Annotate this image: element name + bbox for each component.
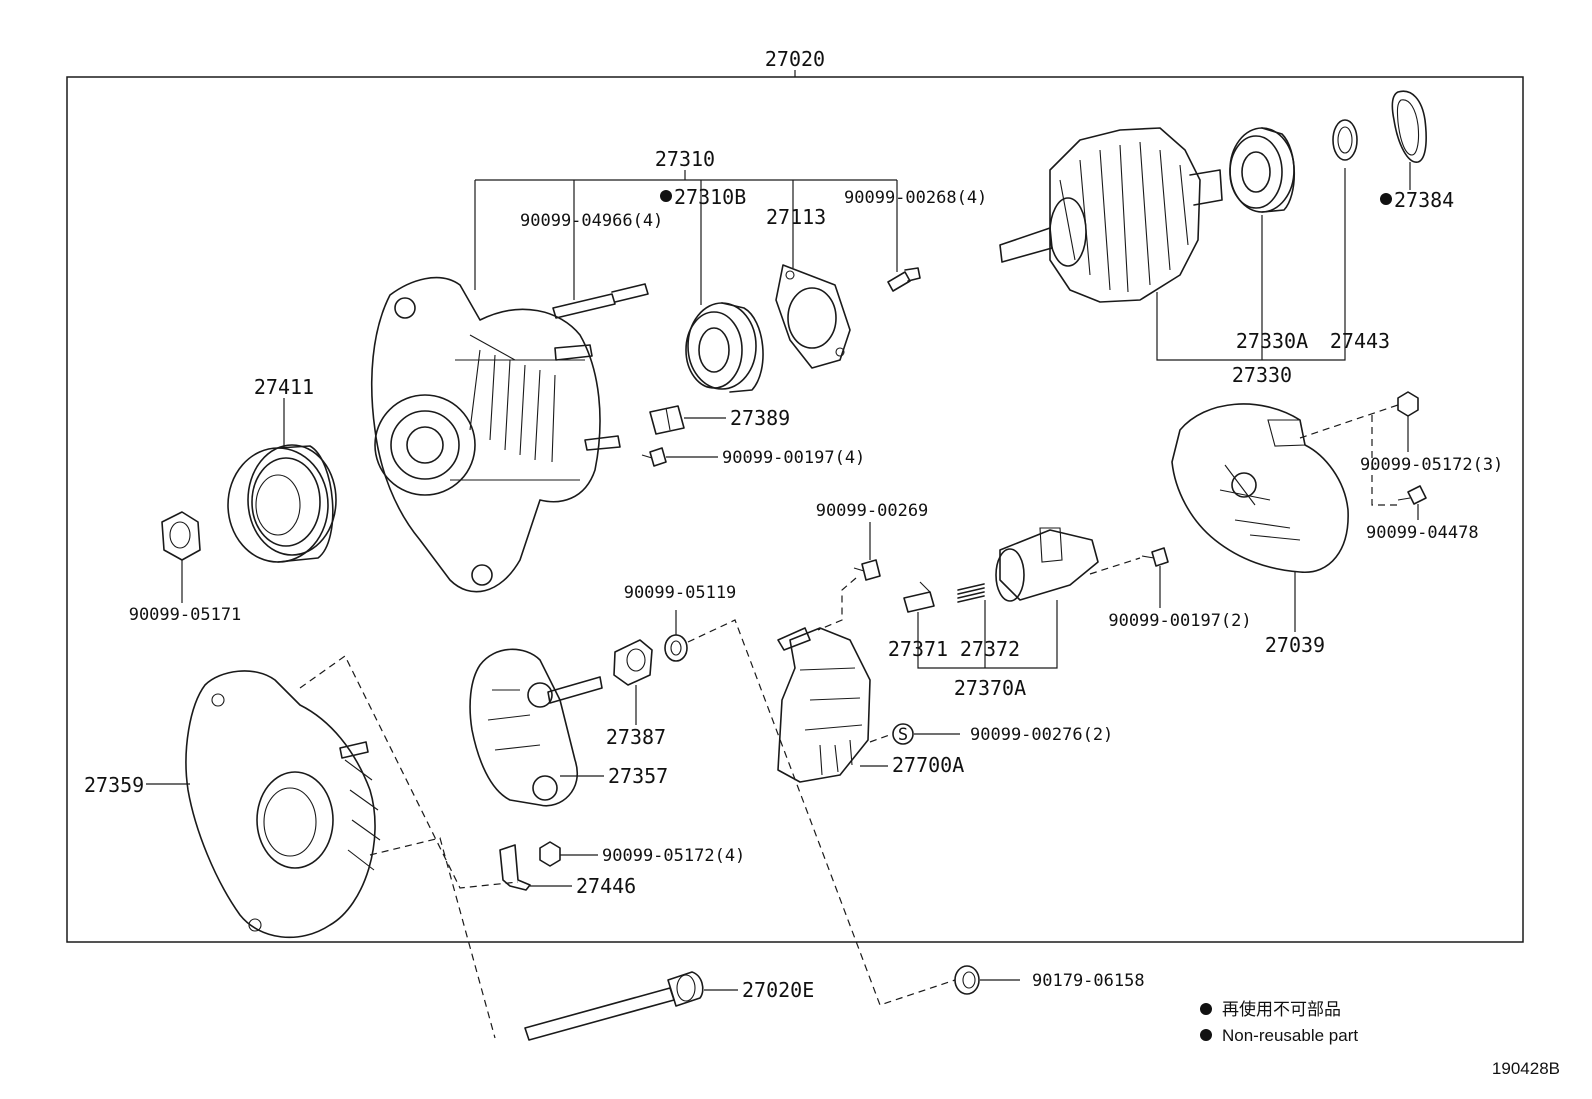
rear-end-cover [1171, 403, 1349, 573]
legend-dot-jp [1200, 1003, 1212, 1015]
terminal-insulator [649, 405, 685, 435]
label-27330: 27330 [1232, 363, 1292, 387]
non-reusable-dot [660, 190, 672, 202]
label-27387: 27387 [606, 725, 666, 749]
label-27359: 27359 [84, 773, 144, 797]
non-reusable-dot [1380, 193, 1392, 205]
label-90099-04478: 90099-04478 [1366, 523, 1479, 543]
label-90099-05171: 90099-05171 [129, 605, 242, 625]
bracket-27310 [474, 170, 898, 290]
label-27384: 27384 [1394, 188, 1454, 212]
label-27372: 27372 [960, 637, 1020, 661]
rectifier-holder [469, 648, 603, 807]
rotor [999, 127, 1223, 303]
label-90099-00276: 90099-00276(2) [970, 725, 1113, 745]
legend-en: Non-reusable part [1222, 1026, 1358, 1045]
label-27310B: 27310B [674, 185, 746, 209]
rectifier-end-frame [185, 670, 381, 939]
label-90179-06158: 90179-06158 [1032, 971, 1145, 991]
terminal-nut [539, 841, 561, 867]
brush-holder [995, 527, 1099, 602]
label-27370A: 27370A [954, 676, 1026, 700]
terminal-washer [954, 965, 980, 995]
terminal-insulator-bushing [613, 639, 653, 686]
label-90099-00269: 90099-00269 [816, 501, 929, 521]
label-90099-05172-4: 90099-05172(4) [602, 846, 745, 866]
front-bearing [685, 302, 764, 393]
pulley [227, 444, 337, 563]
label-27411: 27411 [254, 375, 314, 399]
label-27113: 27113 [766, 205, 826, 229]
legend-dot-en [1200, 1029, 1212, 1041]
voltage-regulator [777, 627, 871, 783]
insulator-washer [664, 634, 688, 662]
regulator-screw: S [892, 723, 914, 745]
label-27443: 27443 [1330, 329, 1390, 353]
rear-bearing [1229, 127, 1296, 213]
terminal-screw [641, 447, 667, 467]
cover-bolt [1397, 485, 1427, 505]
label-27330A: 27330A [1236, 329, 1308, 353]
rubber-gasket [1391, 90, 1427, 163]
cover-nut [1397, 391, 1419, 417]
through-bolt [524, 971, 704, 1041]
figure-id: 190428B [1492, 1059, 1560, 1078]
label-27020: 27020 [765, 47, 825, 71]
holder-screw [1141, 547, 1169, 567]
stud-bolt [552, 283, 649, 319]
drive-end-frame [370, 276, 621, 593]
label-90099-04966: 90099-04966(4) [520, 211, 663, 231]
pulley-nut [161, 511, 201, 561]
label-27357: 27357 [608, 764, 668, 788]
retainer-screw [887, 267, 921, 292]
label-90099-05172-3: 90099-05172(3) [1360, 455, 1503, 475]
terminal-plate [499, 844, 531, 891]
label-27389: 27389 [730, 406, 790, 430]
label-90099-05119: 90099-05119 [624, 583, 737, 603]
brush [903, 581, 935, 613]
label-27039: 27039 [1265, 633, 1325, 657]
legend-jp: 再使用不可部品 [1222, 999, 1341, 1019]
label-27310: 27310 [655, 147, 715, 171]
svg-text:S: S [898, 725, 908, 745]
label-90099-00268: 90099-00268(4) [844, 188, 987, 208]
label-27371: 27371 [888, 637, 948, 661]
bearing-retainer [775, 264, 851, 369]
brush-spring [957, 583, 985, 603]
label-27020E: 27020E [742, 978, 814, 1002]
label-27446: 27446 [576, 874, 636, 898]
label-90099-00197-2: 90099-00197(2) [1108, 611, 1251, 631]
brush-holder-screw [853, 559, 881, 581]
bearing-washer [1332, 119, 1358, 161]
label-27700A: 27700A [892, 753, 964, 777]
label-90099-00197-4: 90099-00197(4) [722, 448, 865, 468]
